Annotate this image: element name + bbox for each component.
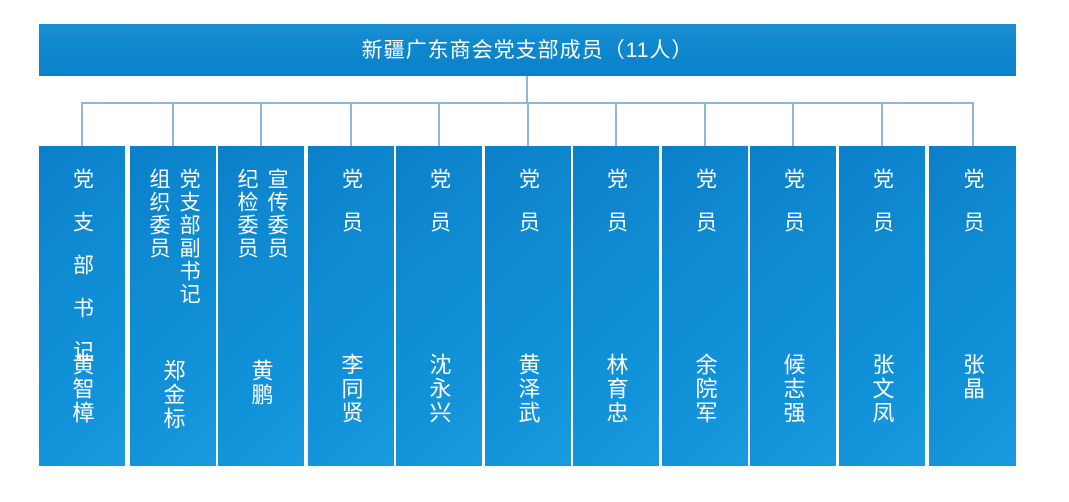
member-role-label: 宣传委员 [265,168,289,260]
member-role-group: 党员 [781,168,805,353]
member-node-2[interactable]: 党支部副书记组织委员郑金标 [130,146,216,466]
member-name: 余院军 [692,353,718,425]
member-node-content: 党员张文凤 [839,146,925,466]
connector-drop-5 [438,102,440,146]
member-name: 黄泽武 [515,353,541,425]
connector-drop-3 [260,102,262,146]
member-node-content: 党员张晶 [929,146,1016,466]
member-node-10[interactable]: 党员张文凤 [839,146,925,466]
member-node-7[interactable]: 党员林育忠 [573,146,659,466]
connector-drop-9 [792,102,794,146]
member-role-group: 党支部书记 [71,168,94,383]
member-node-content: 党员候志强 [750,146,836,466]
member-role-group: 党支部副书记组织委员 [144,168,202,353]
member-role-group: 党员 [961,168,984,353]
member-role-group: 党员 [604,168,628,353]
member-role-label: 党员 [516,168,540,254]
member-node-content: 党支部副书记组织委员郑金标 [130,146,216,466]
member-name: 林育忠 [603,353,629,425]
member-node-4[interactable]: 党员李同贤 [308,146,394,466]
member-role-label: 党支部副书记 [177,168,201,306]
connector-stem-vertical [526,76,528,104]
member-node-content: 党员沈永兴 [396,146,482,466]
member-name: 沈永兴 [426,353,452,425]
member-node-content: 宣传委员纪检委员黄鹏 [218,146,304,466]
member-role-label: 党员 [870,168,894,254]
member-role-label: 党员 [781,168,805,254]
connector-drop-10 [881,102,883,146]
member-name: 黄智樟 [69,353,95,425]
member-role-group: 党员 [870,168,894,353]
connector-drop-11 [972,102,974,146]
member-node-6[interactable]: 党员黄泽武 [485,146,571,466]
member-role-group: 党员 [693,168,717,353]
org-chart-title-node[interactable]: 新疆广东商会党支部成员（11人） [39,24,1016,76]
member-name: 李同贤 [338,353,364,425]
connector-drop-4 [350,102,352,146]
member-node-8[interactable]: 党员余院军 [662,146,748,466]
member-node-content: 党员余院军 [662,146,748,466]
member-node-1[interactable]: 党支部书记黄智樟 [39,146,125,466]
member-node-9[interactable]: 党员候志强 [750,146,836,466]
member-role-label: 党员 [604,168,628,254]
member-name: 候志强 [780,353,806,425]
member-role-label: 党支部书记 [70,168,94,383]
member-name: 黄鹏 [248,359,274,407]
member-role-label: 党员 [339,168,363,254]
member-role-label: 党员 [693,168,717,254]
connector-drop-7 [615,102,617,146]
member-role-label: 组织委员 [147,168,170,260]
member-name: 郑金标 [160,359,186,431]
member-name: 张晶 [960,353,986,401]
member-node-content: 党支部书记黄智樟 [39,146,125,466]
member-role-label: 纪检委员 [235,168,258,260]
connector-drop-1 [81,102,83,146]
member-role-group: 党员 [516,168,540,353]
member-role-group: 党员 [339,168,363,353]
member-role-group: 党员 [427,168,451,353]
member-role-group: 宣传委员纪检委员 [232,168,290,353]
member-name: 张文凤 [869,353,895,425]
member-node-content: 党员黄泽武 [485,146,571,466]
member-role-label: 党员 [961,168,984,254]
member-node-11[interactable]: 党员张晶 [929,146,1016,466]
member-node-content: 党员林育忠 [573,146,659,466]
page-title: 新疆广东商会党支部成员（11人） [361,38,694,62]
connector-drop-2 [172,102,174,146]
member-role-label: 党员 [427,168,451,254]
member-node-content: 党员李同贤 [308,146,394,466]
member-node-5[interactable]: 党员沈永兴 [396,146,482,466]
connector-drop-8 [704,102,706,146]
member-node-3[interactable]: 宣传委员纪检委员黄鹏 [218,146,304,466]
connector-drop-6 [527,102,529,146]
